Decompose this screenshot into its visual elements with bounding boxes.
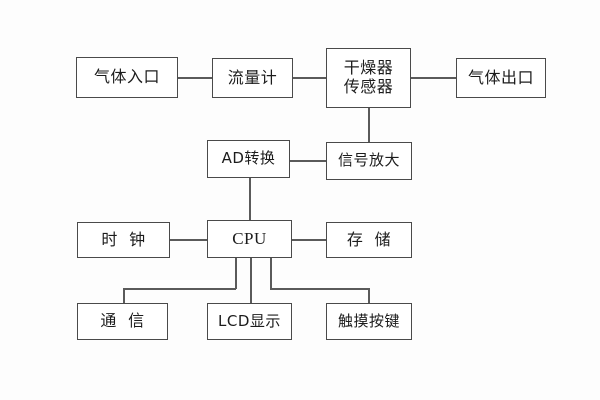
node-gas-outlet-label: 气体出口 — [467, 67, 534, 87]
node-flow-meter-label: 流量计 — [227, 67, 278, 87]
connector-gas-inlet-to-flow-meter — [178, 77, 212, 79]
node-dryer-sensor[interactable]: 干燥器 传感器 — [326, 48, 411, 108]
node-lcd-display[interactable]: LCD显示 — [207, 303, 292, 340]
connector-cpu-to-comm-horizontal — [123, 288, 236, 290]
connector-flow-meter-to-dryer — [293, 77, 326, 79]
node-gas-inlet[interactable]: 气体入口 — [76, 57, 178, 98]
node-signal-amp-label: 信号放大 — [337, 151, 400, 170]
connector-ad-convert-to-cpu — [249, 178, 251, 220]
connector-signal-amp-to-ad-convert — [290, 160, 326, 162]
node-cpu-label: CPU — [232, 228, 267, 248]
connector-cpu-drop-comm — [235, 258, 237, 289]
connector-cpu-to-touch-key-horizontal — [270, 288, 369, 290]
node-touch-key-label: 触摸按键 — [337, 311, 400, 330]
node-dryer-sensor-label-line1: 干燥器 — [343, 58, 394, 78]
connector-cpu-drop-touch — [270, 258, 272, 289]
node-clock[interactable]: 时 钟 — [77, 222, 170, 258]
connector-clock-to-cpu — [170, 239, 207, 241]
connector-comm-riser — [123, 288, 125, 303]
node-ad-convert[interactable]: AD转换 — [207, 140, 290, 178]
node-communication[interactable]: 通 信 — [77, 303, 168, 340]
node-ad-convert-label: AD转换 — [221, 149, 276, 168]
node-cpu[interactable]: CPU — [207, 220, 292, 258]
node-flow-meter[interactable]: 流量计 — [212, 58, 293, 98]
node-touch-key[interactable]: 触摸按键 — [326, 303, 412, 340]
connector-touch-key-riser — [368, 288, 370, 303]
node-lcd-display-label: LCD显示 — [218, 311, 281, 330]
node-dryer-sensor-label-line2: 传感器 — [343, 77, 394, 96]
node-signal-amp[interactable]: 信号放大 — [326, 142, 412, 180]
node-storage-label: 存 储 — [346, 229, 392, 249]
node-communication-label: 通 信 — [100, 311, 145, 331]
node-gas-outlet[interactable]: 气体出口 — [456, 58, 546, 98]
connector-dryer-to-signal-amp — [368, 108, 370, 142]
node-gas-inlet-label: 气体入口 — [93, 67, 160, 87]
node-storage[interactable]: 存 储 — [326, 222, 412, 258]
connector-dryer-to-gas-outlet — [411, 77, 456, 79]
connector-cpu-to-storage — [292, 239, 326, 241]
connector-cpu-to-lcd-display — [250, 258, 252, 303]
node-clock-label: 时 钟 — [101, 229, 146, 249]
